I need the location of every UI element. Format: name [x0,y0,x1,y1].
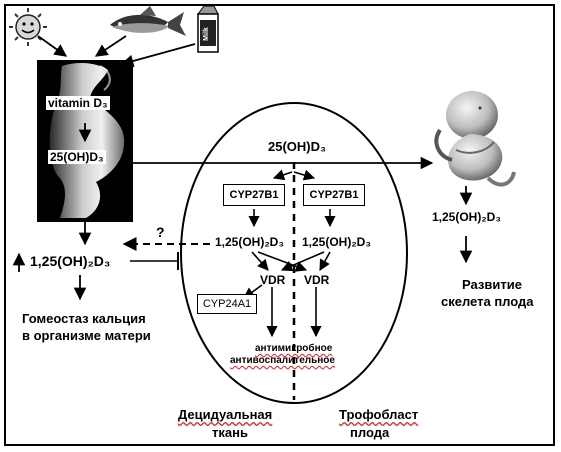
label-trophoblast-line1: Трофобласт [339,407,419,422]
label-decidua-line1: Децидуальная [178,407,273,422]
effect-antiinflammatory: антивоспалительное [230,355,335,366]
milk-carton-icon: Milk [197,5,219,53]
label-trophoblast-line2: плода [350,425,390,440]
placenta-active-d3-trophoblast: 1,25(OH)₂D₃ [302,235,371,249]
maternal-active-d3: 1,25(OH)₂D₃ [30,253,111,269]
arrow-left-active-to-left-vdr [251,251,269,271]
vdr-trophoblast: VDR [304,273,330,287]
fetal-outcome-line1: Развитие [462,277,522,292]
fetal-active-d3: 1,25(OH)₂D₃ [432,210,501,224]
vdr-decidua: VDR [260,273,286,287]
enzyme-cyp27b1-trophoblast: CYP27B1 [303,184,365,206]
maternal-outcome-line2: в организме матери [22,328,151,343]
arrow-25oh-to-left [272,169,293,181]
placenta-25oh-d3: 25(OH)D₃ [266,139,329,154]
arrow-right-active-to-left-vdr [280,251,325,272]
maternal-outcome-line1: Гомеостаз кальция [22,311,146,326]
arrow-fish-to-mother [94,35,127,57]
placenta-ellipse [180,102,408,404]
effect-antimicrobial: антимикробное [255,343,333,354]
label-decidua-line2: ткань [212,425,248,440]
enzyme-cyp27b1-decidua: CYP27B1 [223,184,285,206]
arrow-sun-to-mother [37,35,68,57]
maternal-vitamin-d3: vitamin D₃ [46,96,110,110]
fish-icon [110,6,186,36]
arrow-right-active-to-right-vdr [319,251,331,271]
diagram-frame [4,4,555,446]
arrow-milk-to-mother [120,43,196,68]
maternal-25oh-d3: 25(OH)D₃ [48,150,106,164]
unknown-transfer-mark: ? [156,224,165,240]
milk-label: Milk [203,27,210,41]
placenta-active-d3-decidua: 1,25(OH)₂D₃ [214,235,285,249]
fetus-image [434,91,516,187]
fetal-outcome-line2: скелета плода [441,294,534,309]
enzyme-cyp24a1: CYP24A1 [197,294,257,314]
sun-icon [9,8,47,46]
arrow-25oh-to-right [293,169,316,181]
